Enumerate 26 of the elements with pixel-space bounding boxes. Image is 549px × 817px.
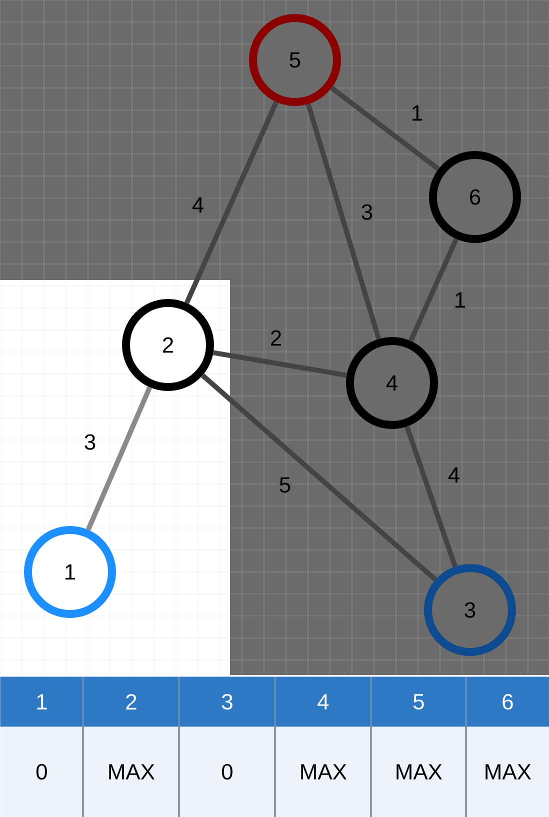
table-cell: 0: [0, 726, 84, 817]
table-cell: MAX: [82, 726, 180, 817]
table-cell: 6: [466, 676, 549, 728]
table-cell: MAX: [466, 726, 549, 817]
node-label: 6: [470, 189, 480, 205]
edge-label: 3: [82, 433, 98, 451]
graph-edge: [408, 238, 459, 342]
table-cell: MAX: [274, 726, 372, 817]
graph-node: 6: [429, 151, 521, 243]
graph-edge: [86, 386, 152, 531]
table-cell: 4: [274, 676, 372, 728]
table-cell: 2: [82, 676, 180, 728]
graph-edge: [306, 103, 382, 340]
graph-edge: [184, 101, 279, 304]
edge-label: 3: [360, 203, 374, 221]
graph-edge: [330, 86, 440, 172]
table-cell: 0: [178, 726, 276, 817]
table-cell: 5: [370, 676, 466, 728]
graph-edge: [404, 426, 458, 568]
table-cell: 1: [0, 676, 84, 727]
graph-node: 3: [424, 564, 516, 656]
graph-edge: [200, 373, 438, 582]
table-cell: MAX: [370, 726, 466, 817]
graph-edge: [212, 350, 348, 378]
node-label: 3: [464, 602, 476, 618]
table-cell: 3: [178, 676, 276, 728]
